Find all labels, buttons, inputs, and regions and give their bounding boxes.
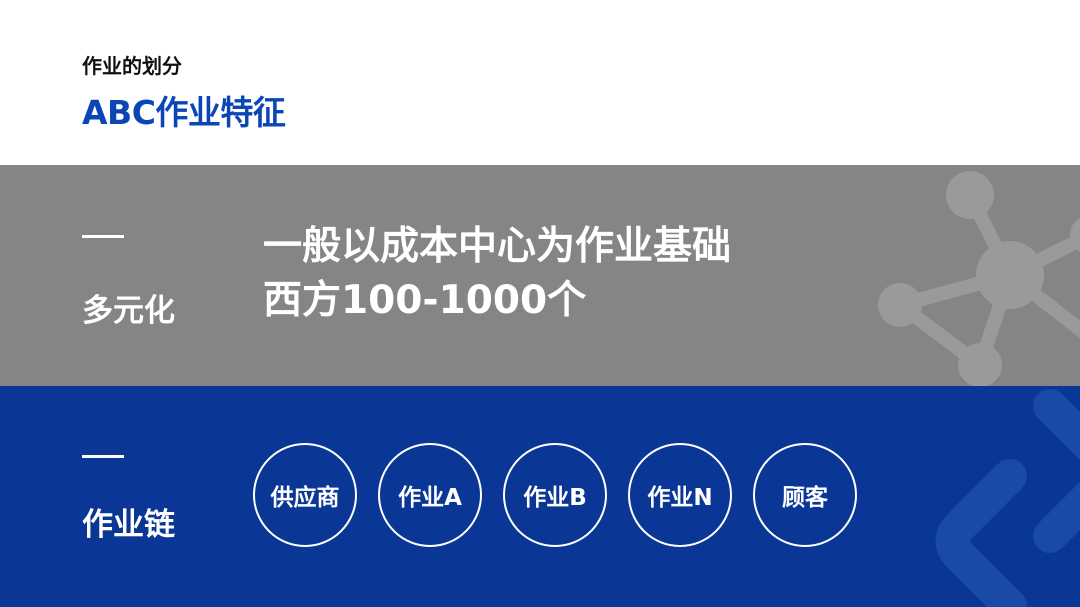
chain-node-activity-b: 作业B <box>503 443 607 547</box>
diversification-line-1: 一般以成本中心为作业基础 <box>263 224 732 269</box>
diversification-section: 多元化 一般以成本中心为作业基础 西方100-1000个 <box>0 165 1080 386</box>
diversification-line-2: 西方100-1000个 <box>263 278 587 323</box>
chain-node-customer: 顾客 <box>753 443 857 547</box>
network-icon <box>878 171 1080 386</box>
chain-node-activity-a: 作业A <box>378 443 482 547</box>
activity-chain: 供应商 作业A 作业B 作业N 顾客 <box>253 443 857 547</box>
page-title: ABC作业特征 <box>82 93 286 132</box>
section-dash <box>82 455 124 458</box>
chain-link-icon <box>935 389 1080 607</box>
chain-node-supplier: 供应商 <box>253 443 357 547</box>
section-dash <box>82 235 124 238</box>
section-label: 多元化 <box>82 293 175 329</box>
section-label: 作业链 <box>82 507 175 543</box>
chain-node-activity-n: 作业N <box>628 443 732 547</box>
header: 作业的划分 ABC作业特征 <box>0 0 1080 165</box>
section-subtitle: 作业的划分 <box>82 54 182 78</box>
activity-chain-section: 作业链 供应商 作业A 作业B 作业N 顾客 <box>0 386 1080 607</box>
